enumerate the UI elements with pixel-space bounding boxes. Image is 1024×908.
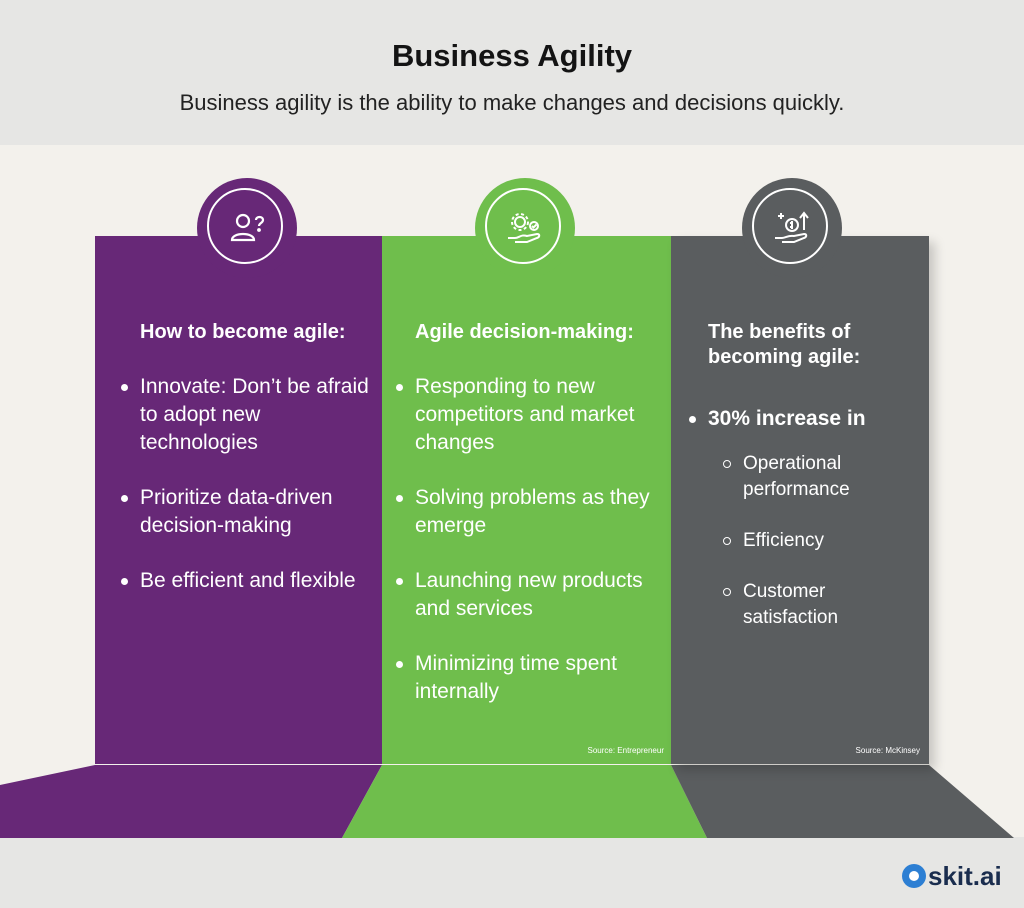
source-entrepreneur: Source: Entrepreneur xyxy=(587,746,665,755)
column-how-to-become-agile xyxy=(95,236,382,764)
column-2-heading: Agile decision-making: xyxy=(415,321,634,343)
column-3-icon-circle xyxy=(752,188,828,264)
list-item: Solving problems as they emerge xyxy=(396,484,660,540)
benefits-sub-list: Operational performance Efficiency Custo… xyxy=(723,451,913,656)
list-item: Efficiency xyxy=(723,528,913,554)
list-item: Prioritize data-driven decision-making xyxy=(121,484,370,540)
floor-perspective xyxy=(0,765,1014,838)
page-subtitle: Business agility is the ability to make … xyxy=(179,90,845,115)
column-agile-decision-making xyxy=(382,236,671,764)
list-item: Operational performance xyxy=(723,451,913,503)
floor-green xyxy=(342,765,707,838)
skit-logo-icon xyxy=(902,864,926,888)
column-benefits xyxy=(671,236,929,764)
benefit-main-item: 30% increase in xyxy=(689,407,908,431)
source-mckinsey: Source: McKinsey xyxy=(855,746,920,755)
money-growth-hand-icon xyxy=(775,211,809,243)
column-1-heading: How to become agile: xyxy=(140,321,346,343)
list-item: Responding to new competitors and market… xyxy=(396,373,660,457)
floor-gray xyxy=(671,765,1014,838)
list-item: Innovate: Don’t be afraid to adopt new t… xyxy=(121,373,370,457)
logo-text: skit.ai xyxy=(928,860,1002,891)
list-item: Minimizing time spent internally xyxy=(396,650,660,706)
list-item: Launching new products and services xyxy=(396,567,660,623)
list-item: Be efficient and flexible xyxy=(121,567,370,595)
person-question-icon xyxy=(230,213,265,242)
gears-hand-icon xyxy=(508,213,541,243)
column-3-heading: The benefits of becoming agile: xyxy=(708,321,861,368)
page-title: Business Agility xyxy=(391,38,633,73)
column-1-list: Innovate: Don’t be afraid to adopt new t… xyxy=(121,373,370,622)
header-band xyxy=(0,0,1024,145)
column-2-icon-circle xyxy=(485,188,561,264)
column-1-icon-circle xyxy=(207,188,283,264)
bottom-band xyxy=(0,837,1024,908)
list-item: Customer satisfaction xyxy=(723,579,913,631)
skit-logo: skit.ai xyxy=(902,858,1002,894)
column-2-list: Responding to new competitors and market… xyxy=(396,373,660,733)
floor-purple xyxy=(0,765,382,838)
